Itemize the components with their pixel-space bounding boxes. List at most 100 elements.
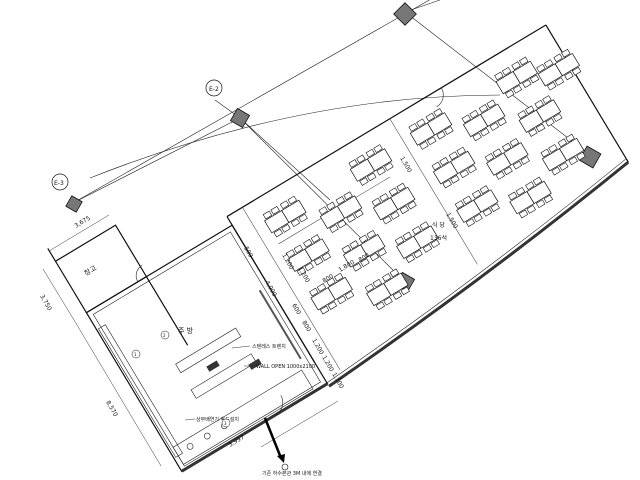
table-cluster — [364, 268, 410, 311]
column — [65, 195, 83, 213]
chair — [571, 66, 582, 76]
storage-width-line — [48, 214, 110, 252]
storage-dimension-line — [42, 268, 75, 321]
trench-note: 스텐레스 트렌치 — [252, 343, 286, 350]
chair — [515, 186, 526, 196]
chair — [553, 53, 563, 63]
chair — [467, 164, 477, 174]
table-cluster — [348, 144, 394, 186]
chair — [494, 71, 504, 81]
chair — [318, 206, 328, 216]
svg-text:1,200: 1,200 — [310, 338, 325, 357]
chair — [568, 156, 578, 166]
chair — [326, 277, 336, 287]
chair — [381, 273, 392, 282]
chair — [281, 224, 291, 233]
table — [426, 112, 453, 136]
chair — [364, 283, 375, 293]
svg-text:1: 1 — [134, 352, 137, 357]
dining-seat-count: 136석 — [430, 234, 447, 242]
svg-text:500: 500 — [242, 246, 254, 260]
chair — [439, 157, 449, 166]
svg-text:600: 600 — [290, 303, 302, 317]
chair — [532, 176, 543, 186]
chair — [371, 197, 382, 207]
stainless-trench — [258, 289, 302, 360]
table — [480, 103, 506, 127]
wall-open-note: WALL OPEN 1000x2100 — [256, 364, 315, 370]
chair — [520, 156, 530, 165]
grid-lines — [72, 0, 591, 283]
table-cluster — [507, 176, 554, 219]
svg-text:1,100: 1,100 — [330, 372, 345, 391]
chair — [396, 182, 406, 192]
table — [360, 233, 386, 258]
chair — [576, 151, 586, 161]
table — [554, 52, 580, 77]
chair — [262, 210, 273, 220]
table — [535, 99, 562, 123]
chair — [369, 252, 380, 262]
chair — [554, 77, 565, 86]
kitchen-label: 주 방 — [178, 326, 194, 335]
chair — [405, 254, 416, 263]
table-cluster — [431, 146, 477, 189]
chair — [543, 59, 554, 68]
chair — [309, 287, 319, 297]
dining-top-wall — [226, 87, 442, 218]
chair — [489, 122, 500, 131]
hood-note: 상부배연기 후드설치 — [196, 416, 239, 423]
chair — [349, 240, 359, 249]
chair — [425, 112, 436, 122]
table-cluster — [517, 95, 563, 137]
chair — [327, 301, 338, 310]
chair — [486, 99, 496, 109]
table — [413, 225, 439, 249]
table — [559, 137, 585, 162]
column — [393, 2, 417, 26]
chair — [564, 71, 574, 81]
svg-text:1,500: 1,500 — [444, 212, 459, 231]
grid-callout-e3: E-3 — [51, 173, 69, 191]
chair — [525, 181, 535, 191]
chair — [419, 141, 429, 150]
table — [327, 276, 353, 301]
table — [383, 272, 409, 296]
sink — [206, 360, 220, 372]
chair — [372, 278, 382, 288]
chair — [525, 105, 535, 115]
chair — [490, 203, 500, 213]
chair — [352, 262, 362, 272]
chair — [444, 126, 454, 135]
chair — [358, 234, 369, 244]
chair — [509, 138, 520, 147]
chair — [335, 196, 346, 205]
chair — [501, 66, 512, 76]
chair — [388, 187, 399, 197]
chair — [497, 117, 507, 127]
chair — [442, 179, 452, 189]
table-cluster — [309, 272, 355, 315]
table — [304, 238, 330, 262]
chair — [384, 162, 394, 171]
chair — [310, 234, 321, 243]
table-cluster — [262, 195, 308, 238]
storage-label: 창고 — [83, 264, 99, 278]
kitchen-door — [275, 395, 284, 415]
chair — [316, 283, 327, 292]
svg-text:800: 800 — [321, 273, 335, 285]
chair — [522, 79, 532, 88]
chair — [528, 128, 538, 137]
sewer-note: 기존 하수본관 3M 내에 연결 — [262, 470, 322, 477]
table — [390, 186, 416, 211]
chair — [565, 133, 575, 143]
column — [229, 107, 251, 129]
dining-label: 식 당 — [432, 221, 445, 229]
svg-text:8,570: 8,570 — [104, 400, 119, 419]
chair — [433, 108, 443, 117]
table-cluster — [454, 185, 500, 227]
chair — [542, 95, 552, 104]
svg-text:1,500: 1,500 — [398, 156, 413, 175]
chair — [293, 244, 304, 254]
